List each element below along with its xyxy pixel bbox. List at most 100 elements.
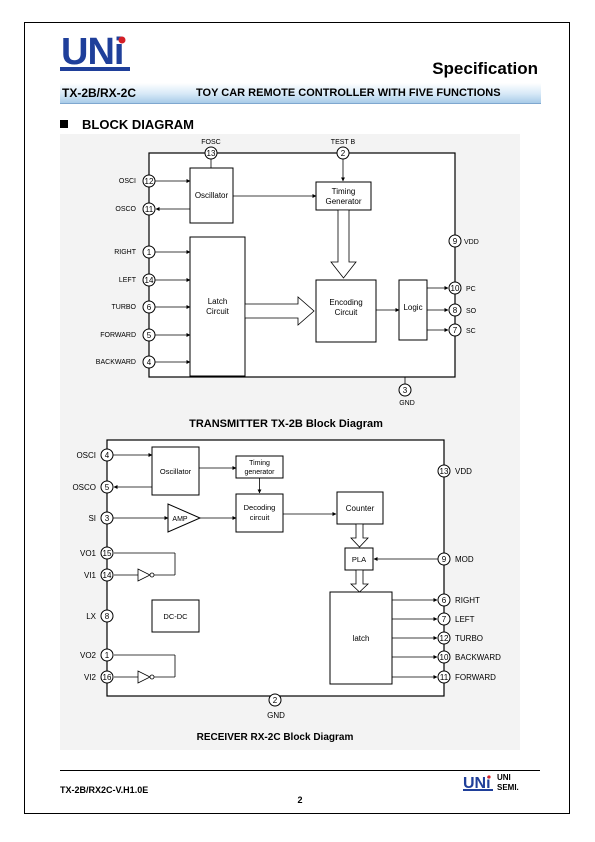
svg-text:RIGHT: RIGHT [455,596,480,605]
title-bar [60,83,541,104]
svg-text:Counter: Counter [346,504,375,513]
svg-text:FORWARD: FORWARD [455,673,496,682]
svg-text:BACKWARD: BACKWARD [455,653,501,662]
svg-text:DC-DC: DC-DC [163,612,188,621]
rx-gnd-name: GND [267,711,285,720]
tx-right-pins: 9 VDD 10 PC 8 SO 7 SC [427,234,479,337]
page-border [24,22,570,814]
svg-text:PLA: PLA [352,555,366,564]
svg-text:1: 1 [105,651,110,660]
svg-text:5: 5 [105,483,110,492]
footer-divider [60,770,540,771]
receiver-caption: RECEIVER RX-2C Block Diagram [197,732,354,743]
svg-text:13: 13 [440,467,449,476]
tx-pin-num: 2 [341,149,346,158]
tx-left-pins: OSCI 12 OSCO 11 RIGHT 1 LEFT 14 TURBO 6 … [96,174,191,369]
svg-text:PC: PC [466,286,476,293]
uni-logo: UNi [60,34,130,72]
svg-text:10: 10 [440,653,449,662]
svg-text:UNi: UNi [61,34,123,72]
tx-gnd-num: 3 [403,386,408,395]
transmitter-caption: TRANSMITTER TX-2B Block Diagram [189,418,383,430]
tx-pin-name: FOSC [201,139,220,146]
svg-text:SI: SI [88,514,96,523]
svg-text:OSCI: OSCI [119,178,136,185]
svg-text:LX: LX [86,612,96,621]
footer-company-line2: SEMI. [497,783,519,792]
svg-text:SO: SO [466,308,477,315]
svg-text:Oscillator: Oscillator [160,467,192,476]
svg-text:4: 4 [105,451,110,460]
svg-text:6: 6 [147,303,152,312]
svg-text:MOD: MOD [455,555,474,564]
svg-text:14: 14 [145,276,154,285]
tx-pin-name: TEST B [331,139,356,146]
svg-text:4: 4 [147,358,152,367]
svg-text:12: 12 [145,177,154,186]
svg-text:LEFT: LEFT [455,615,475,624]
svg-text:15: 15 [103,549,112,558]
svg-text:VO2: VO2 [80,651,97,660]
svg-text:Circuit: Circuit [335,308,358,317]
svg-text:generator: generator [245,469,276,476]
svg-text:TURBO: TURBO [112,304,137,311]
svg-text:VI2: VI2 [84,673,97,682]
svg-text:Encoding: Encoding [329,298,362,307]
svg-text:FORWARD: FORWARD [100,332,136,339]
svg-text:TURBO: TURBO [455,634,483,643]
rx-oscillator-block [151,446,200,496]
svg-text:UNi: UNi [463,775,491,792]
svg-text:7: 7 [442,615,447,624]
svg-text:12: 12 [440,634,449,643]
svg-text:VO1: VO1 [80,549,97,558]
section-heading: BLOCK DIAGRAM [60,117,194,132]
bullet-icon [60,120,68,128]
svg-text:14: 14 [103,571,112,580]
tx-pin-num: 13 [207,149,216,158]
svg-text:Oscillator: Oscillator [195,191,229,200]
rx-right-pins: 13 VDD 9 MOD 6 RIGHT 7 LEFT 12 TURBO 10 … [373,464,501,684]
svg-text:LEFT: LEFT [119,277,137,284]
svg-text:Latch: Latch [208,297,228,306]
svg-text:7: 7 [453,326,458,335]
tx-logic-block [398,279,428,341]
rx-counter-block [336,491,384,525]
svg-text:11: 11 [440,673,449,682]
receiver-block-diagram: Oscillator Timing generator AMP Decoding… [60,434,520,750]
svg-text:OSCO: OSCO [115,206,136,213]
svg-text:OSCO: OSCO [72,483,96,492]
svg-text:Generator: Generator [325,197,361,206]
svg-text:circuit: circuit [250,513,271,522]
svg-text:OSCI: OSCI [76,451,96,460]
svg-text:3: 3 [105,514,110,523]
svg-text:Decoding: Decoding [244,503,276,512]
svg-text:Timing: Timing [332,187,356,196]
svg-text:SC: SC [466,328,476,335]
svg-text:8: 8 [105,612,110,621]
rx-decoding-block [235,493,284,533]
svg-text:VDD: VDD [464,239,479,246]
svg-text:1: 1 [147,248,152,257]
svg-text:11: 11 [145,205,154,214]
svg-text:Timing: Timing [249,460,270,467]
svg-text:Logic: Logic [403,303,422,312]
document-type: Specification [432,59,538,78]
svg-text:BACKWARD: BACKWARD [96,359,136,366]
svg-text:RIGHT: RIGHT [114,249,137,256]
footer-document-version: TX-2B/RX2C-V.H1.0E [60,785,149,795]
transmitter-block-diagram: FOSC 13 TEST B 2 Oscillator Timing Gener… [60,134,520,434]
tx-encoding-block [315,279,377,343]
svg-text:8: 8 [453,306,458,315]
svg-text:9: 9 [453,237,458,246]
section-title: BLOCK DIAGRAM [82,117,194,132]
svg-text:VDD: VDD [455,467,472,476]
tx-gnd-name: GND [399,400,415,407]
page-number: 2 [297,795,303,805]
svg-text:Circuit: Circuit [206,307,229,316]
svg-text:latch: latch [353,634,370,643]
svg-text:VI1: VI1 [84,571,97,580]
footer-uni-logo: UNi [463,775,493,792]
svg-text:9: 9 [442,555,447,564]
rx-latch-block [329,591,393,685]
rx-left-pins: OSCI 4 OSCO 5 SI 3 VO1 15 VI1 14 LX 8 VO… [72,448,169,684]
